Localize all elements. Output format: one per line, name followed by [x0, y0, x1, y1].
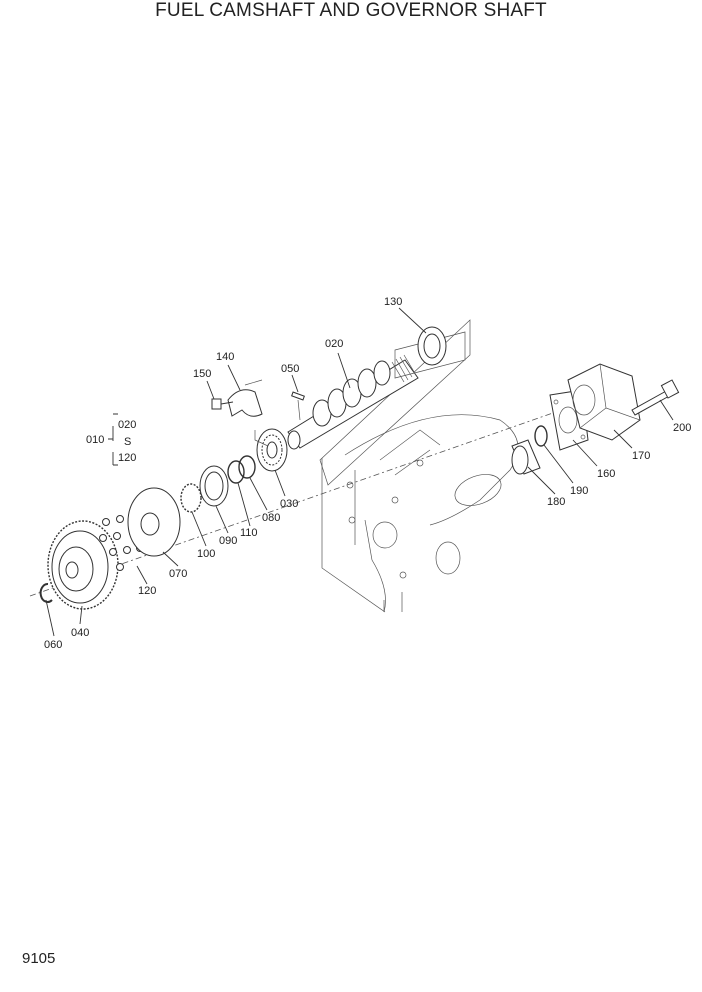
- callout-090: 090: [219, 535, 237, 547]
- part-200-bolt: [631, 379, 680, 416]
- callout-080: 080: [262, 512, 280, 524]
- callout-010: 010: [86, 434, 104, 446]
- shaft-axis-line: [29, 399, 591, 597]
- part-080-ring: [238, 455, 256, 479]
- callout-030: 030: [280, 498, 298, 510]
- callout-150: 150: [193, 368, 211, 380]
- callout-040: 040: [71, 627, 89, 639]
- callout-130: 130: [384, 296, 402, 308]
- callout-120: 120: [138, 585, 156, 597]
- page-number: 9105: [22, 950, 56, 967]
- callout-050: 050: [281, 363, 299, 375]
- bracket-tilde: S: [124, 436, 131, 448]
- callout-180: 180: [547, 496, 565, 508]
- part-150-bolt: [211, 398, 234, 410]
- callout-190: 190: [570, 485, 588, 497]
- engine-housing: [319, 319, 519, 613]
- page-title: FUEL CAMSHAFT AND GOVERNOR SHAFT: [155, 0, 547, 21]
- callout-160: 160: [597, 468, 615, 480]
- part-090-bearing: [199, 465, 229, 507]
- callout-170: 170: [632, 450, 650, 462]
- callout-060: 060: [44, 639, 62, 651]
- leader-lines: [45, 307, 674, 637]
- callout-200: 200: [673, 422, 691, 434]
- part-050-key: [291, 391, 305, 421]
- part-040-gear: [47, 520, 119, 610]
- callout-110: 110: [240, 527, 258, 539]
- callout-100: 100: [197, 548, 215, 560]
- callout-140: 140: [216, 351, 234, 363]
- part-030-bearing: [256, 428, 288, 472]
- part-130-bearing: [394, 326, 466, 379]
- part-170-governor-housing: [567, 363, 641, 441]
- part-070-plate: [127, 487, 181, 557]
- callout-020-bracket: 020: [118, 419, 136, 431]
- callout-020: 020: [325, 338, 343, 350]
- part-190-oring: [534, 425, 548, 447]
- part-100-ring: [180, 483, 202, 513]
- part-020-camshaft: [287, 354, 419, 450]
- callout-120-bracket: 120: [118, 452, 136, 464]
- callout-070: 070: [169, 568, 187, 580]
- part-140-clamp: [227, 379, 269, 447]
- part-180-sleeve: [511, 439, 541, 475]
- part-110-ring: [227, 460, 245, 484]
- part-060-snap-ring: [39, 583, 53, 603]
